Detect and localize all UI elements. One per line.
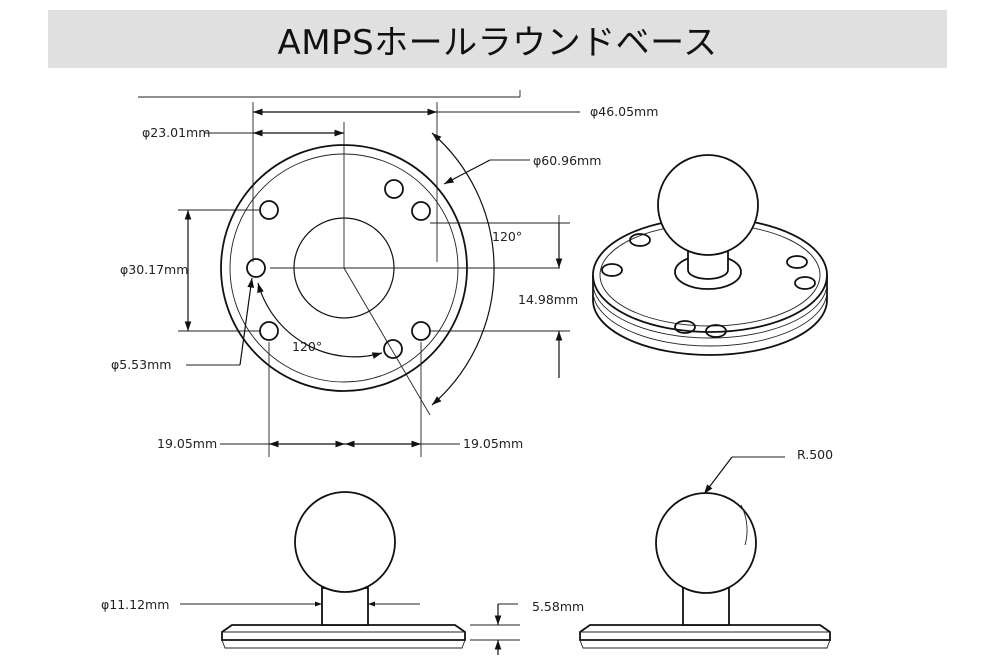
dim-length-5-58: 5.58mm	[532, 599, 584, 614]
dim-diameter-11-12: φ11.12mm	[101, 597, 169, 612]
mounting-hole	[246, 258, 266, 278]
dim-length-14-98: 14.98mm	[518, 292, 578, 307]
mounting-hole	[383, 339, 403, 359]
dim-diameter-5-53: φ5.53mm	[111, 357, 171, 372]
mounting-hole	[705, 324, 727, 338]
side-view-left	[180, 491, 466, 649]
ball	[294, 491, 396, 593]
title-bar: AMPSホールラウンドベース	[48, 10, 947, 68]
dim-diameter-46-05: φ46.05mm	[590, 104, 658, 119]
mounting-hole	[259, 321, 279, 341]
mounting-hole	[794, 276, 816, 290]
mounting-holes	[246, 179, 431, 359]
dim-5-58-marker	[470, 603, 520, 655]
dim-diameter-60-96: φ60.96mm	[533, 153, 601, 168]
dim-diameter-30-17: φ30.17mm	[120, 262, 188, 277]
isometric-view	[592, 154, 828, 356]
dim-diameter-23-01: φ23.01mm	[142, 125, 210, 140]
side-view-right	[579, 456, 831, 649]
ball	[655, 492, 757, 594]
dim-radius-500: R.500	[797, 447, 833, 462]
dim-length-19-05-right: 19.05mm	[463, 436, 523, 451]
dim-angle-bottom: 120°	[292, 339, 322, 354]
mounting-hole	[411, 201, 431, 221]
page-title: AMPSホールラウンドベース	[277, 22, 718, 63]
top-view	[138, 90, 580, 457]
mounting-hole	[384, 179, 404, 199]
mounting-hole	[601, 263, 623, 277]
dim-length-19-05-left: 19.05mm	[157, 436, 217, 451]
mounting-hole	[259, 200, 279, 220]
dim-angle-top: 120°	[492, 229, 522, 244]
mounting-hole	[411, 321, 431, 341]
mounting-hole	[786, 255, 808, 269]
mounting-hole	[629, 233, 651, 247]
mounting-hole	[674, 320, 696, 334]
iso-mounting-holes	[601, 233, 816, 338]
ball	[657, 154, 759, 256]
